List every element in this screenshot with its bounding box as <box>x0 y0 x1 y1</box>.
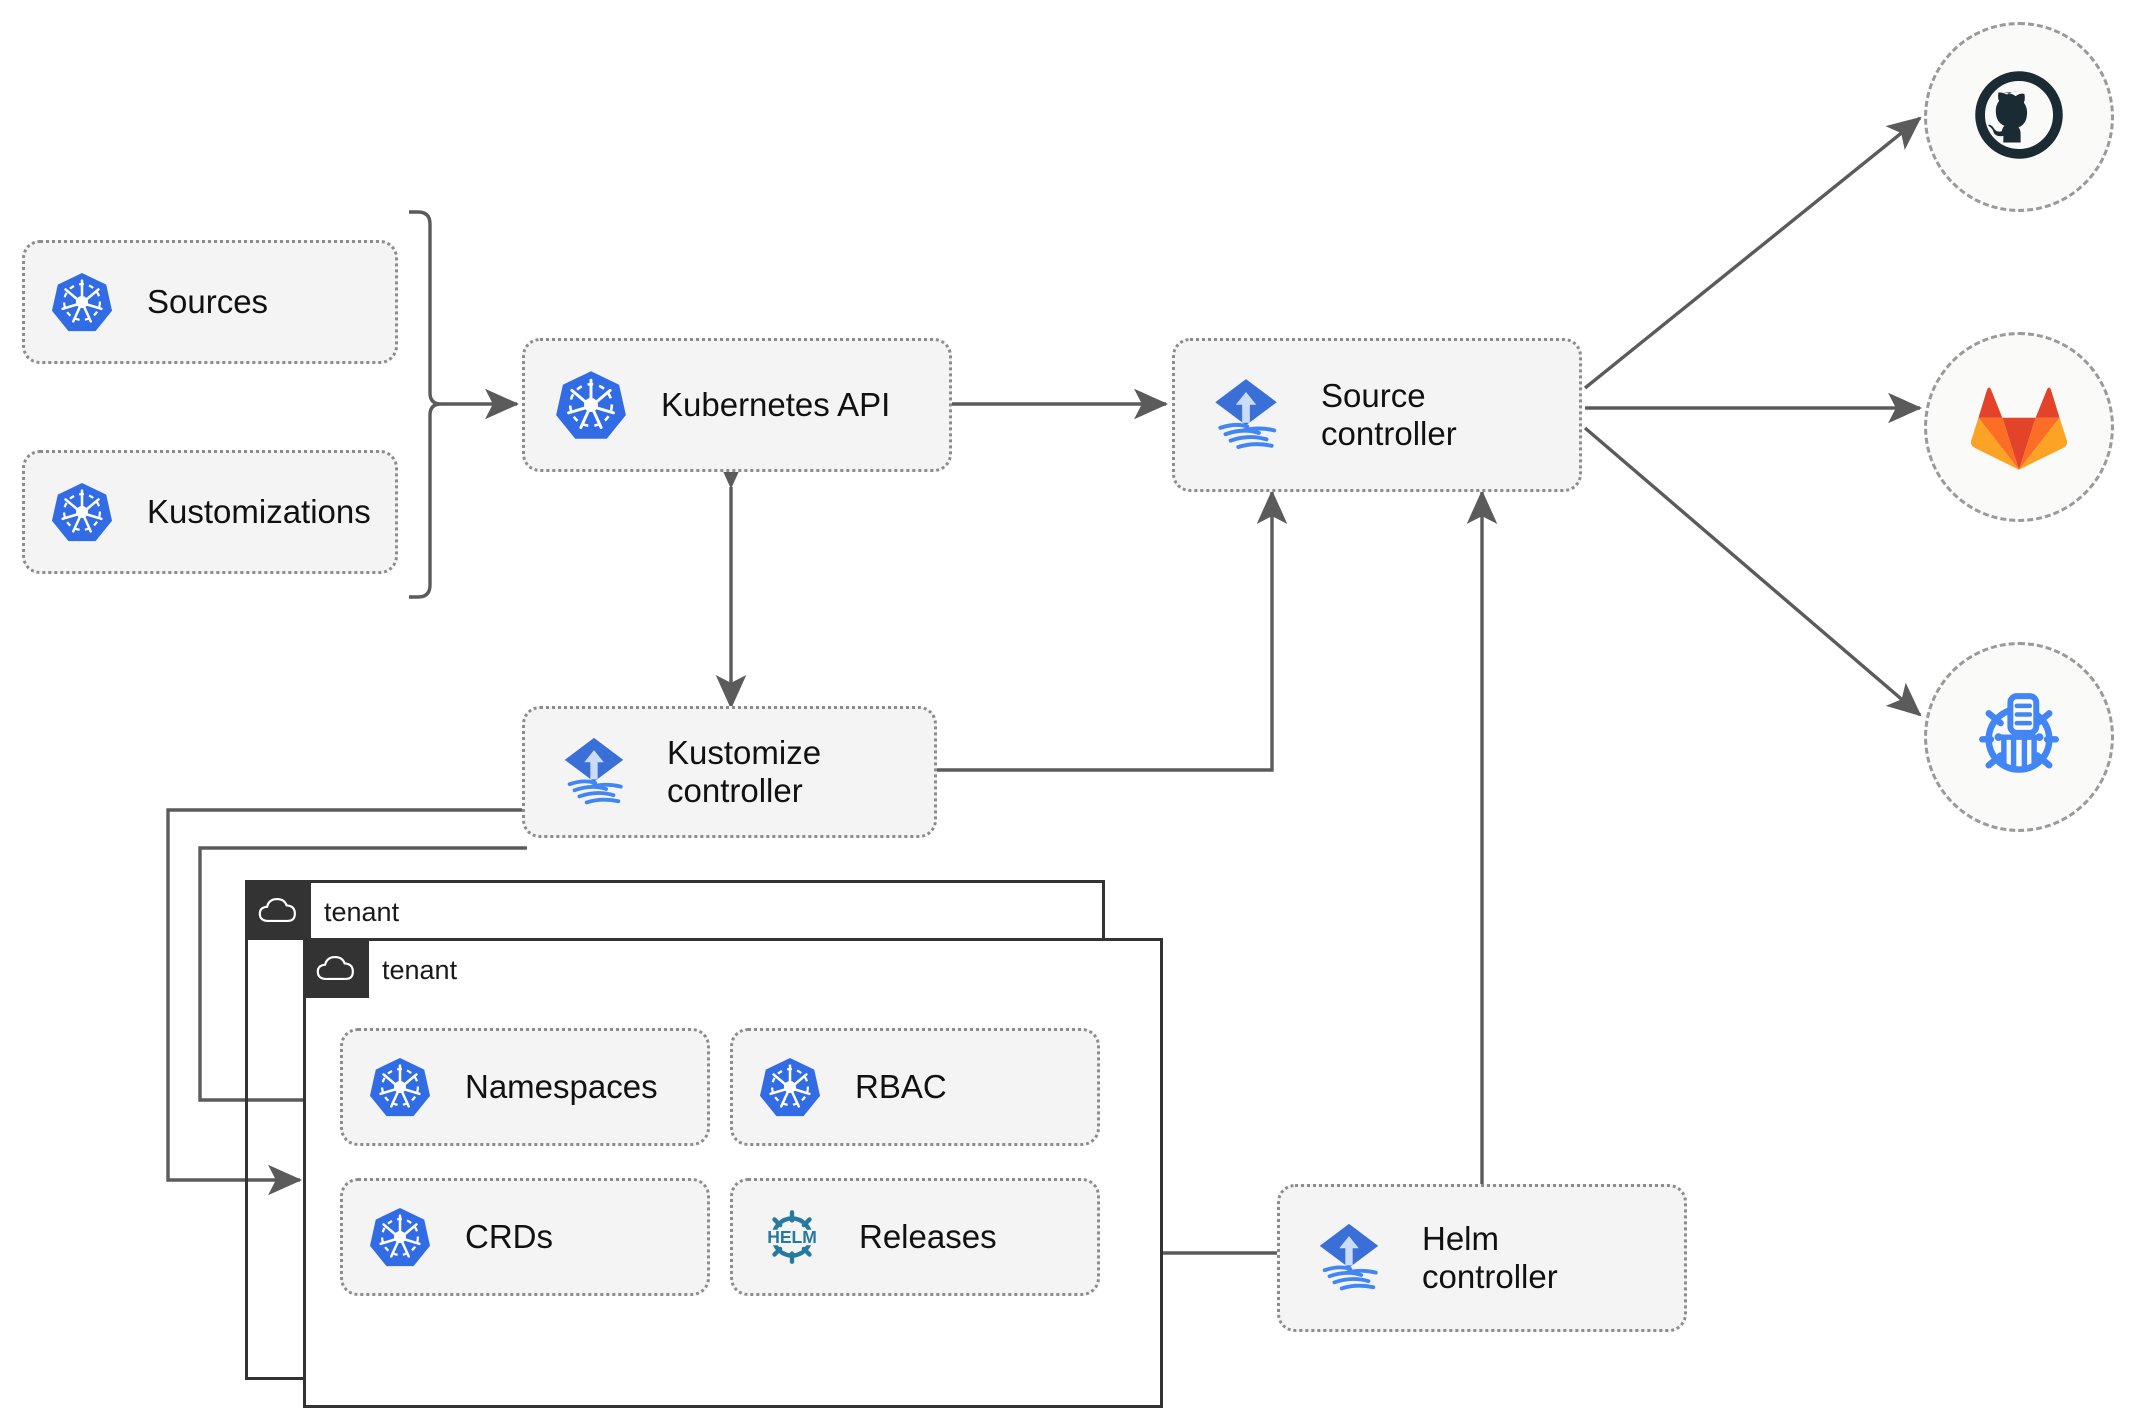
node-label: RBAC <box>855 1068 947 1106</box>
cloud-icon <box>245 880 311 940</box>
flux-icon <box>555 733 633 811</box>
edge-source-to-github <box>1583 116 1922 390</box>
edge-resources-bracket <box>409 210 442 599</box>
node-source-controller[interactable]: Source controller <box>1172 338 1582 492</box>
flux-icon <box>1310 1219 1388 1297</box>
node-helm-controller[interactable]: Helm controller <box>1277 1184 1687 1332</box>
node-label: Releases <box>859 1218 997 1256</box>
node-label: Source controller <box>1321 377 1457 452</box>
flux-icon <box>1205 374 1287 456</box>
node-label: Sources <box>147 283 269 321</box>
node-crds[interactable]: CRDs <box>340 1178 710 1296</box>
node-label: Namespaces <box>465 1068 658 1106</box>
node-label: Helm controller <box>1422 1220 1558 1295</box>
node-kubernetes-api[interactable]: Kubernetes API <box>522 338 952 472</box>
kubernetes-icon <box>759 1056 821 1118</box>
node-label: CRDs <box>465 1218 553 1256</box>
tenant-inner[interactable]: tenant <box>303 938 1163 1408</box>
node-label: Kubernetes API <box>661 386 891 424</box>
node-releases[interactable]: HELM Releases <box>730 1178 1100 1296</box>
edge-source-to-bucket <box>1583 426 1922 717</box>
svg-text:HELM: HELM <box>767 1227 817 1247</box>
node-label: Kustomize controller <box>667 734 822 809</box>
bucket-icon <box>1965 681 2073 794</box>
node-kustomize-controller[interactable]: Kustomize controller <box>522 706 937 838</box>
kubernetes-icon <box>369 1206 431 1268</box>
kubernetes-icon <box>51 481 113 543</box>
gitlab-icon <box>1967 376 2071 479</box>
node-namespaces[interactable]: Namespaces <box>340 1028 710 1146</box>
node-rbac[interactable]: RBAC <box>730 1028 1100 1146</box>
helm-icon: HELM <box>759 1204 825 1270</box>
kubernetes-icon <box>51 271 113 333</box>
tenant-label: tenant <box>324 897 400 927</box>
tenant-label: tenant <box>382 955 458 985</box>
edge-kustomize-to-source-controller <box>937 489 1288 772</box>
node-kustomizations[interactable]: Kustomizations <box>22 450 398 574</box>
provider-bucket[interactable] <box>1924 642 2114 832</box>
node-sources[interactable]: Sources <box>22 240 398 364</box>
node-label: Kustomizations <box>147 493 371 531</box>
provider-gitlab[interactable] <box>1924 332 2114 522</box>
cloud-icon <box>303 938 369 998</box>
github-icon <box>1965 61 2073 174</box>
kubernetes-icon <box>555 369 627 441</box>
provider-github[interactable] <box>1924 22 2114 212</box>
kubernetes-icon <box>369 1056 431 1118</box>
